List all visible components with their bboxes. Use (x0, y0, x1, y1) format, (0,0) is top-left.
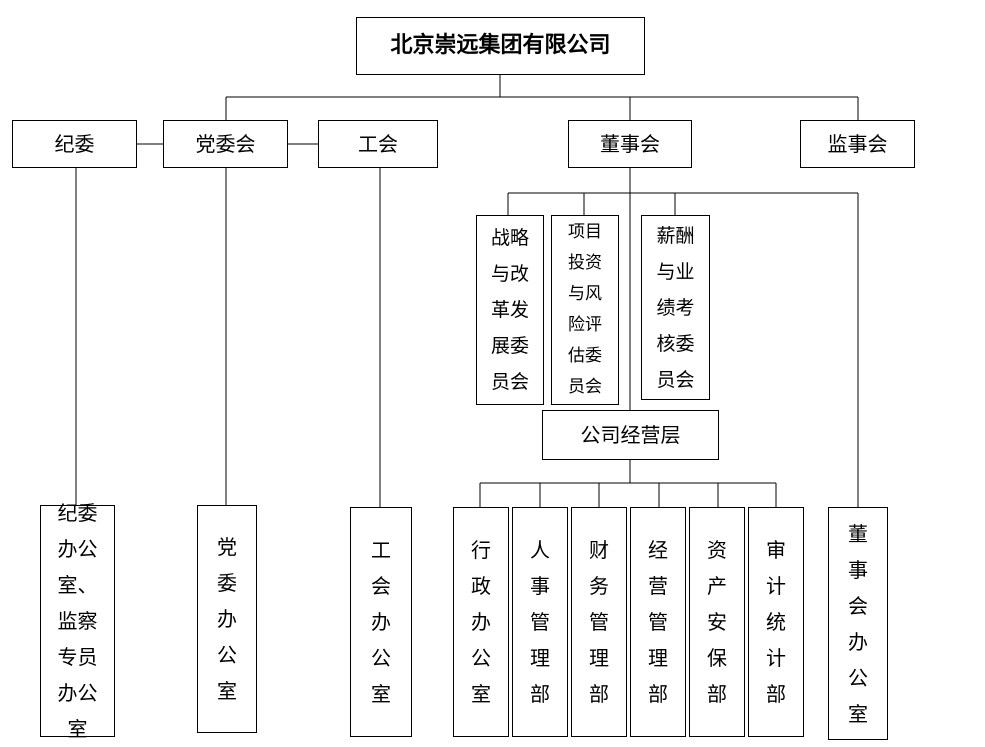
node-jianshihui-label: 监事会 (827, 132, 888, 156)
node-finance-dept-label: 财务管理部 (589, 538, 609, 706)
node-asset-dept: 资产安保部 (689, 507, 745, 737)
node-dongshihui-label: 董事会 (600, 132, 660, 156)
node-jiwei-label: 纪委 (54, 132, 95, 156)
node-operation-dept: 经营管理部 (630, 507, 686, 737)
node-admin-office: 行政办公室 (453, 507, 509, 737)
node-strategy-committee: 战略与改革发展委员会 (476, 215, 544, 405)
node-asset-dept-label: 资产安保部 (707, 538, 727, 706)
node-operation-dept-label: 经营管理部 (648, 538, 668, 706)
node-jiwei-office-label: 纪委办公室、监察专员办公室 (57, 501, 98, 741)
node-admin-office-label: 行政办公室 (471, 538, 491, 706)
node-gonghui-label: 工会 (358, 132, 398, 156)
node-audit-dept-label: 审计统计部 (766, 538, 786, 706)
node-dangwei-label: 党委会 (195, 132, 256, 156)
root-label: 北京崇远集团有限公司 (390, 32, 611, 58)
node-board-office-label: 董事会办公室 (848, 521, 868, 726)
node-jianshihui: 监事会 (800, 120, 915, 168)
node-hr-dept: 人事管理部 (512, 507, 568, 737)
node-jiwei-office: 纪委办公室、监察专员办公室 (40, 501, 115, 741)
node-dangwei-office: 党委办公室 (197, 505, 257, 733)
node-audit-dept: 审计统计部 (748, 507, 804, 737)
node-jiwei: 纪委 (12, 120, 137, 168)
node-dongshihui: 董事会 (568, 120, 692, 168)
node-strategy-committee-label: 战略与改革发展委员会 (490, 227, 529, 393)
node-management: 公司经营层 (542, 410, 719, 460)
node-board-office: 董事会办公室 (828, 507, 888, 740)
node-hr-dept-label: 人事管理部 (530, 538, 550, 706)
node-gonghui-office: 工会办公室 (350, 507, 412, 737)
node-gonghui: 工会 (318, 120, 438, 168)
node-dangwei: 党委会 (163, 120, 288, 168)
node-project-committee: 项目投资与风险评估委员会 (551, 215, 619, 405)
node-project-committee-label: 项目投资与风险评估委员会 (567, 222, 602, 397)
node-management-label: 公司经营层 (580, 423, 681, 447)
node-salary-committee: 薪酬与业绩考核委员会 (641, 215, 710, 400)
node-salary-committee-label: 薪酬与业绩考核委员会 (656, 224, 695, 391)
node-gonghui-office-label: 工会办公室 (371, 538, 391, 706)
node-dangwei-office-label: 党委办公室 (217, 535, 237, 703)
root-node: 北京崇远集团有限公司 (356, 17, 645, 75)
node-finance-dept: 财务管理部 (571, 507, 627, 737)
